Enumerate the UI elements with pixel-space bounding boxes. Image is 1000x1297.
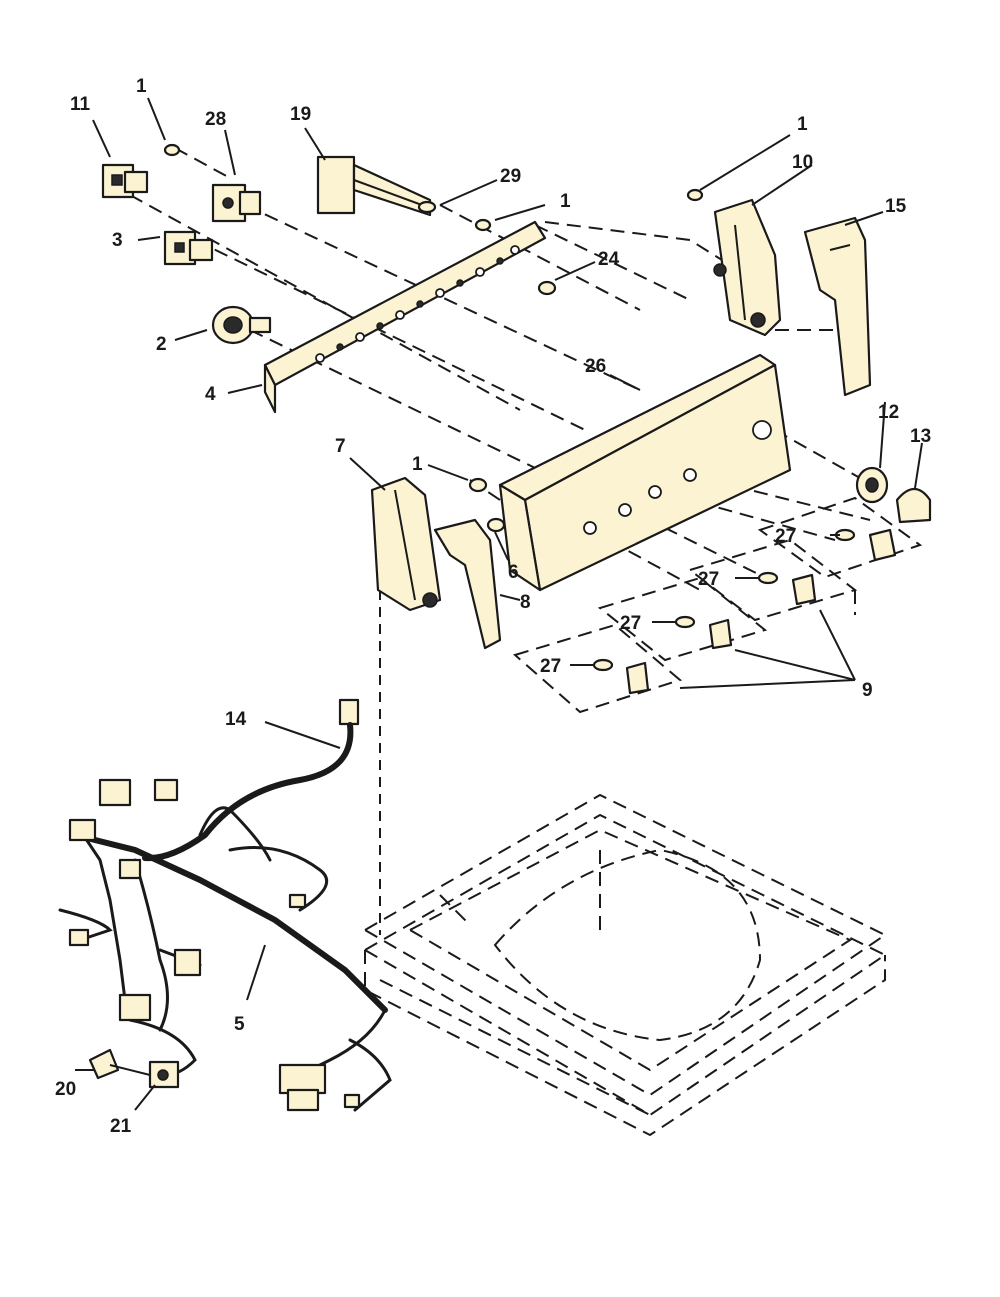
callout-1: 1 (560, 191, 571, 212)
callout-2: 2 (156, 334, 167, 355)
part-14-power-cord (142, 698, 360, 862)
part-11-switch (101, 163, 149, 199)
part-24-screw (537, 280, 557, 296)
knob-outline-boxes (512, 496, 923, 714)
callout-6: 6 (508, 562, 519, 583)
part-4-bracket (263, 220, 547, 414)
part-6-screw (486, 517, 506, 533)
part-10-end-cap (713, 198, 782, 337)
callout-27: 27 (620, 613, 641, 634)
part-8-trim (433, 518, 502, 650)
callout-1: 1 (136, 76, 147, 97)
callout-8: 8 (520, 592, 531, 613)
callout-27: 27 (775, 526, 796, 547)
callout-12: 12 (878, 402, 899, 423)
callout-29: 29 (500, 166, 521, 187)
callout-28: 28 (205, 109, 226, 130)
callout-5: 5 (234, 1014, 245, 1035)
callout-21: 21 (110, 1116, 132, 1137)
part-21-connector (148, 1060, 180, 1089)
callout-27: 27 (540, 656, 561, 677)
callout-4: 4 (205, 384, 216, 405)
part-5-wiring-harness (58, 778, 392, 1112)
callout-labels: 11 1 28 19 29 1 1 10 15 3 24 2 4 26 12 1… (55, 76, 931, 1137)
callout-26: 26 (585, 356, 606, 377)
callout-3: 3 (112, 230, 123, 251)
callout-1: 1 (797, 114, 808, 135)
part-12-dial (855, 466, 889, 504)
part-13-knob (895, 487, 932, 524)
callout-24: 24 (598, 249, 620, 270)
part-3-switch (163, 230, 214, 266)
callout-14: 14 (225, 709, 247, 730)
part-28-switch (211, 183, 262, 223)
part-19-timer (316, 155, 432, 217)
callout-19: 19 (290, 104, 311, 125)
callout-arrows (75, 97, 923, 1111)
part-1-screws (163, 143, 704, 493)
callout-20: 20 (55, 1079, 76, 1100)
callout-27: 27 (698, 569, 719, 590)
callout-11: 11 (70, 94, 91, 115)
part-29-screw (417, 200, 437, 214)
part-2-selector (211, 305, 272, 345)
callout-1: 1 (412, 454, 423, 475)
part-15-end-cap (803, 216, 872, 397)
callout-9: 9 (862, 680, 873, 701)
part-26-console (498, 353, 792, 592)
part-9-knobs (625, 528, 897, 695)
washer-top-frame (362, 793, 887, 1137)
callout-15: 15 (885, 196, 907, 217)
part-20-clip (88, 1048, 151, 1080)
callout-10: 10 (792, 152, 813, 173)
part-7-end-cap (370, 476, 442, 612)
callout-7: 7 (335, 436, 346, 457)
callout-13: 13 (910, 426, 931, 447)
